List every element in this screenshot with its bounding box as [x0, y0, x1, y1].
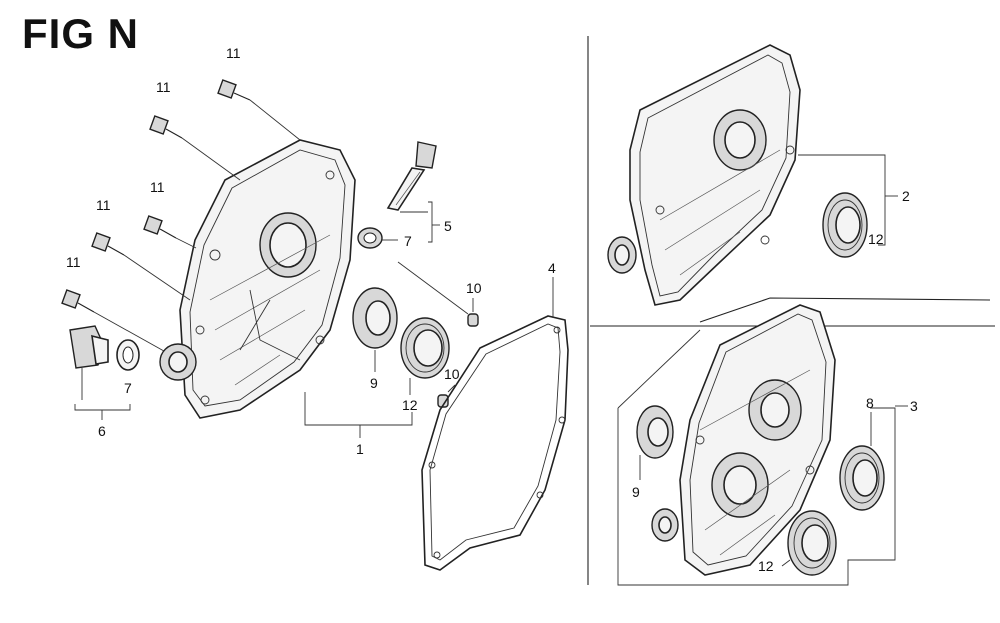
seal-cover — [159, 343, 197, 381]
callout-bolt: 11 — [96, 197, 111, 213]
oil-level-gauge — [386, 141, 440, 243]
callout-bearing-lr-b: 12 — [758, 558, 774, 574]
oil-filler-plug — [69, 325, 131, 420]
bearing-lower-right-a — [839, 412, 885, 511]
bolt-5 — [61, 289, 95, 313]
callout-bolt: 11 — [156, 79, 171, 95]
callout-bearing-ur: 12 — [868, 231, 884, 247]
dowel-pin-lower — [437, 384, 456, 408]
callout-seal-lr: 9 — [632, 484, 640, 500]
callout-gasket: 4 — [548, 260, 556, 276]
callout-plug-assy: 6 — [98, 423, 106, 439]
callout-labels: 11 11 11 11 11 5 7 7 6 10 10 4 9 12 1 2 … — [66, 45, 918, 574]
bolt-1 — [217, 79, 251, 101]
bearing-upper-right — [822, 192, 868, 258]
callout-bearing-left: 12 — [402, 397, 418, 413]
callout-oring-gauge: 7 — [404, 233, 412, 249]
callout-cover-assy: 1 — [356, 441, 364, 457]
callout-bolt: 11 — [150, 179, 165, 195]
callout-bolt: 11 — [66, 254, 81, 270]
oil-seal-left — [352, 287, 398, 372]
callout-cover-ur: 2 — [902, 188, 910, 204]
callout-cover-lr: 3 — [910, 398, 918, 414]
oring-gauge — [357, 227, 398, 249]
bolt-2 — [149, 115, 183, 139]
gasket — [421, 277, 569, 571]
bolt-3 — [143, 215, 177, 239]
bearing-left — [400, 317, 450, 395]
bracket-2 — [798, 154, 898, 246]
callout-bolt: 11 — [226, 45, 241, 61]
callout-pin-upper: 10 — [466, 280, 482, 296]
bolt-4 — [91, 232, 125, 256]
oil-seal-lower-right — [636, 405, 674, 480]
bearing-lower-right-b — [781, 510, 837, 576]
dowel-pin-upper — [397, 261, 479, 327]
crankcase-cover-upper-right — [607, 44, 801, 306]
cover-assy-bracket — [304, 392, 413, 438]
callout-bearing-lr-a: 8 — [866, 395, 874, 411]
crankcase-cover-lower-right — [651, 304, 836, 576]
crankcase-cover-left — [179, 139, 356, 419]
callout-pin-lower: 10 — [444, 366, 460, 382]
callout-oil-gauge: 5 — [444, 218, 452, 234]
bracket-3 — [617, 329, 908, 586]
callout-oring-plug: 7 — [124, 380, 132, 396]
figure-title: FIG N — [22, 10, 139, 57]
callout-seal-left: 9 — [370, 375, 378, 391]
oring-plug — [116, 339, 140, 371]
bolts-left — [61, 79, 301, 361]
